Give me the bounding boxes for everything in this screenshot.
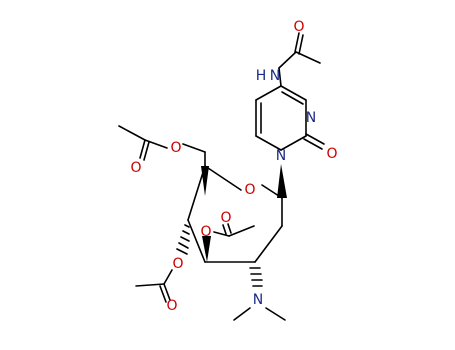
bond-c4-o4-hash: [176, 224, 190, 255]
bond-n-methyl-left: [233, 307, 251, 321]
bond-acetyl-c-o-a: [294, 32, 300, 53]
atom-o-acetyl-4: O: [166, 298, 177, 314]
bond-c-acyl-methyl3: [228, 225, 255, 237]
bond-n-c4: [278, 67, 282, 87]
bond-cacyl-o6-b: [143, 141, 150, 161]
bond-acetyl-c-n: [278, 51, 297, 69]
bond-acetyl-c-o-b: [298, 34, 304, 55]
bond-c5-c4: [255, 85, 282, 101]
bond-layer: [118, 32, 325, 321]
atom-o-pyranose-ring: O: [244, 182, 255, 198]
bond-n1-c1-wedge: [277, 164, 287, 198]
bond-c3-o-wedge: [202, 236, 211, 262]
bond-acetyl-c-methyl: [295, 51, 321, 64]
atom-o-acetyl-6: O: [130, 160, 141, 176]
bond-cacyl-o6-a: [139, 139, 146, 159]
bond-c5-c6-wedge: [201, 166, 209, 196]
atom-o-ester-3: O: [200, 224, 211, 240]
atom-n-dimethylamino: N: [253, 292, 263, 308]
bond-cacyl4-o-a: [163, 283, 171, 301]
bond-o5-c5: [204, 165, 242, 191]
atom-n-amide: N: [270, 68, 280, 84]
bond-o3-c-acyl: [213, 231, 230, 237]
bond-n1-c6: [255, 135, 282, 151]
bond-o4-cacyl: [163, 269, 173, 285]
bond-c2-n-hash: [249, 267, 263, 287]
atom-h-amide: H: [256, 68, 267, 84]
bond-c4-n3-b: [281, 91, 304, 105]
bond-c1-o5: [261, 184, 283, 199]
bond-c4-c5: [187, 219, 206, 263]
bond-c2-o-a: [305, 133, 325, 145]
bond-c2-c3: [254, 225, 283, 263]
bond-n-methyl-right: [265, 307, 286, 321]
atom-n-ring-3: N: [306, 110, 316, 126]
bond-c2-o-b: [303, 138, 323, 150]
bond-c-acyl-o3-b: [227, 223, 232, 234]
bond-c2-n1: [280, 135, 307, 151]
bond-cacyl-methyl6: [118, 125, 146, 141]
bond-cacyl4-methyl: [135, 283, 165, 287]
bond-c-acyl-o3-a: [222, 224, 227, 235]
atom-o-amide-carbonyl: O: [293, 19, 304, 35]
atom-o-ester-4: O: [172, 256, 183, 272]
atom-o-ester-6: O: [170, 140, 181, 156]
atom-label-layer: O N H N N O O O O O O O O N: [130, 19, 337, 314]
atom-o-acetyl-3: O: [220, 210, 231, 226]
bond-cacyl4-o-b: [159, 285, 167, 303]
bond-ch2-o6: [182, 143, 206, 153]
atom-n-ring-1: N: [276, 148, 286, 164]
bond-c4-n3-a: [280, 85, 307, 101]
atom-o-ring-carbonyl: O: [326, 146, 337, 162]
bond-c5-c4b: [187, 165, 206, 221]
